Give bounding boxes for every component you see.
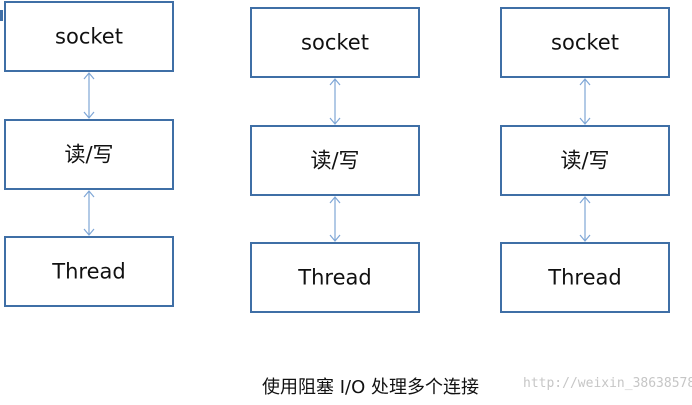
box-label: socket xyxy=(551,31,619,55)
box-label: 读/写 xyxy=(560,149,609,173)
box-label: 读/写 xyxy=(64,143,113,167)
socket-box-3: socket xyxy=(500,7,670,78)
edge-mark xyxy=(0,10,3,21)
thread-box-2: Thread xyxy=(250,242,420,313)
box-border xyxy=(500,242,670,313)
diagram-caption: 使用阻塞 I/O 处理多个连接 xyxy=(262,377,479,398)
box-border xyxy=(4,236,174,307)
box-label: Thread xyxy=(297,266,371,290)
bidirectional-arrow-2-1 xyxy=(329,78,341,125)
read-write-box-2: 读/写 xyxy=(250,125,420,196)
read-write-box-1: 读/写 xyxy=(4,119,174,190)
bidirectional-arrow-3-1 xyxy=(579,78,591,125)
thread-box-3: Thread xyxy=(500,242,670,313)
box-label: 读/写 xyxy=(310,149,359,173)
socket-box-1: socket xyxy=(4,1,174,72)
bidirectional-arrow-3-2 xyxy=(579,196,591,242)
box-border xyxy=(250,7,420,78)
box-label: socket xyxy=(55,25,123,49)
watermark: http://weixin_38638578 xyxy=(523,376,692,391)
box-label: socket xyxy=(301,31,369,55)
socket-box-2: socket xyxy=(250,7,420,78)
box-border xyxy=(500,7,670,78)
bidirectional-arrow-2-2 xyxy=(329,196,341,242)
box-label: Thread xyxy=(51,260,125,284)
read-write-box-3: 读/写 xyxy=(500,125,670,196)
box-border xyxy=(500,125,670,196)
box-border xyxy=(250,242,420,313)
thread-box-1: Thread xyxy=(4,236,174,307)
box-border xyxy=(4,119,174,190)
box-label: Thread xyxy=(547,266,621,290)
bidirectional-arrow-1-1 xyxy=(83,72,95,119)
bidirectional-arrow-1-2 xyxy=(83,190,95,236)
box-border xyxy=(4,1,174,72)
box-border xyxy=(250,125,420,196)
